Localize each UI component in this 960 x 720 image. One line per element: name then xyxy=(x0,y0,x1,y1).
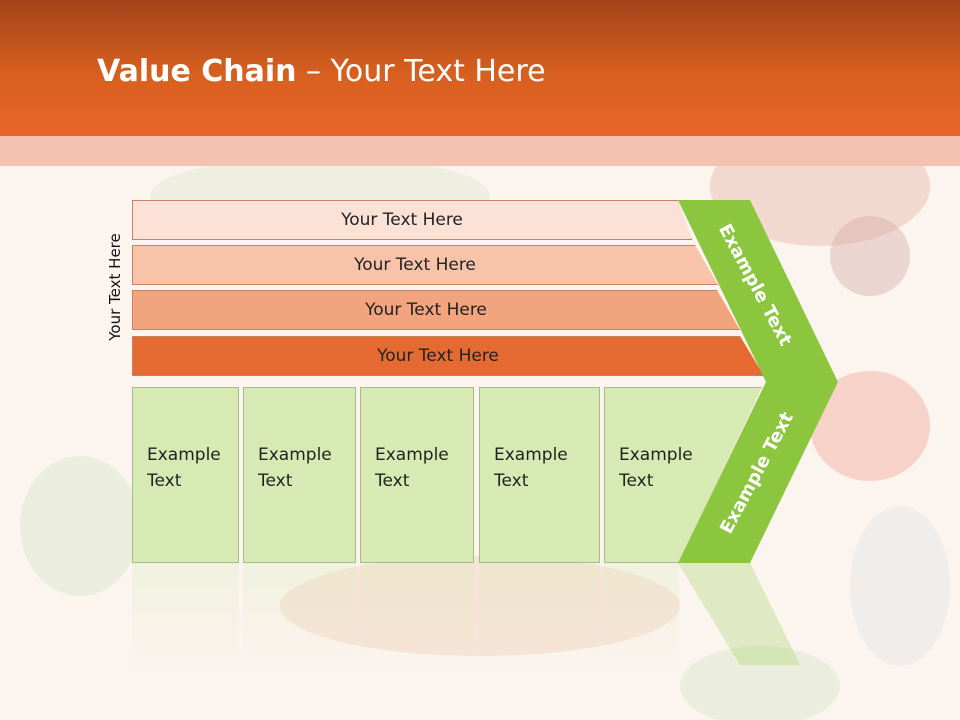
value-bar-1-text: Your Text Here xyxy=(341,210,463,230)
activity-box-1-line1: Example xyxy=(147,445,221,465)
slide-title: Value Chain – Your Text Here xyxy=(97,54,546,89)
value-bar-4-text: Your Text Here xyxy=(377,346,499,366)
activity-box-5-line1: Example xyxy=(619,445,693,465)
title-underline-band xyxy=(0,136,960,166)
activity-box-4-line2: Text xyxy=(494,471,529,491)
activity-box-3-line2: Text xyxy=(375,471,410,491)
reflection-box-4 xyxy=(479,563,600,673)
value-bar-3-text: Your Text Here xyxy=(365,300,487,320)
reflection-box-5 xyxy=(604,563,679,673)
activity-box-3-line1: Example xyxy=(375,445,449,465)
value-bar-3: Your Text Here xyxy=(132,290,740,330)
slide-title-rest: – Your Text Here xyxy=(296,54,546,89)
side-label-text: Your Text Here xyxy=(106,233,124,341)
value-bar-4: Your Text Here xyxy=(132,336,764,376)
title-bar xyxy=(0,0,960,136)
activity-box-5-line2: Text xyxy=(619,471,654,491)
reflection-box-3 xyxy=(360,563,474,673)
reflection-box-1 xyxy=(132,563,239,673)
reflection-box-2 xyxy=(243,563,356,673)
activity-box-2-line1: Example xyxy=(258,445,332,465)
slide-title-bold: Value Chain xyxy=(97,54,297,89)
activity-box-1-line2: Text xyxy=(147,471,182,491)
activity-box-4-line1: Example xyxy=(494,445,568,465)
value-bar-2: Your Text Here xyxy=(132,245,718,285)
diagram-reflection xyxy=(0,563,960,720)
value-bar-1: Your Text Here xyxy=(132,200,692,240)
value-bar-2-text: Your Text Here xyxy=(354,255,476,275)
activity-box-2-line2: Text xyxy=(258,471,293,491)
